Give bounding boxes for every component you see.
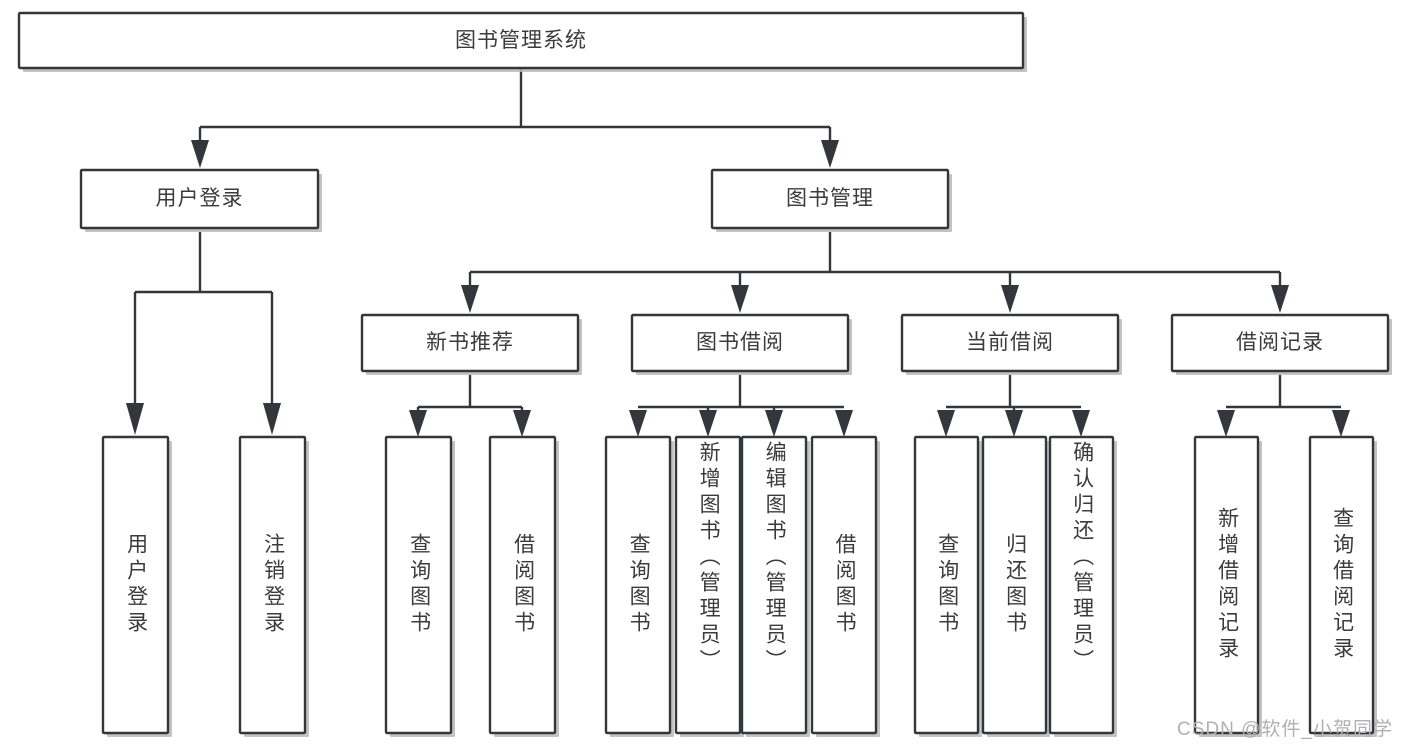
node-current-borrow-shape[interactable] <box>900 313 1122 375</box>
leaf-user-login-2-shape[interactable] <box>238 435 309 737</box>
node-user-login-shape[interactable] <box>79 168 322 232</box>
arrow-root-to-user-login <box>191 140 209 168</box>
arrow-borrow-record-leaf-2 <box>1332 410 1350 437</box>
arrow-book-borrow-leaf-2 <box>699 410 717 437</box>
arrow-book-borrow-leaf-3 <box>765 410 783 437</box>
connector-group-current-borrow <box>937 375 1090 437</box>
node-book-manage-shape[interactable] <box>710 168 952 232</box>
leaf-current-borrow-3-shape[interactable] <box>1048 435 1117 737</box>
arrow-current-borrow-leaf-2 <box>1005 410 1023 437</box>
node-book-borrow-shape[interactable] <box>630 313 852 375</box>
arrow-book-manage-to-current-borrow <box>1001 285 1019 313</box>
leaf-current-borrow-2-shape[interactable] <box>981 435 1050 737</box>
leaf-new-book-1-shape[interactable] <box>384 435 455 737</box>
node-borrow-record-shape[interactable] <box>1170 313 1392 375</box>
csdn-watermark: CSDN @软件_小贺同学 <box>1177 719 1393 740</box>
arrow-root-to-book-manage <box>821 140 839 168</box>
arrow-book-manage-to-borrow-record <box>1271 285 1289 313</box>
connector-group-borrow-record <box>1217 375 1350 437</box>
connector-group-root <box>191 68 839 168</box>
arrow-user-login-leaf-1 <box>126 403 144 435</box>
arrow-book-manage-to-book-borrow <box>731 285 749 313</box>
leaf-user-login-1-shape[interactable] <box>101 435 172 737</box>
connector-group-book-borrow <box>629 375 853 437</box>
leaf-book-borrow-3-shape[interactable] <box>740 435 810 737</box>
arrow-book-borrow-leaf-4 <box>835 410 853 437</box>
leaf-book-borrow-2-shape[interactable] <box>674 435 744 737</box>
arrow-user-login-leaf-2 <box>263 403 281 435</box>
leaf-borrow-record-1-shape[interactable] <box>1193 435 1262 737</box>
arrow-book-borrow-leaf-1 <box>629 410 647 437</box>
arrow-borrow-record-leaf-1 <box>1217 410 1235 437</box>
node-root-shape[interactable] <box>17 11 1027 72</box>
connector-group-book-manage <box>461 232 1289 313</box>
arrow-current-borrow-leaf-3 <box>1072 410 1090 437</box>
arrow-new-book-leaf-1 <box>409 410 427 437</box>
leaf-borrow-record-2-shape[interactable] <box>1308 435 1377 737</box>
connector-group-user-login <box>126 232 281 435</box>
arrow-book-manage-to-new-book <box>461 285 479 313</box>
leaf-book-borrow-4-shape[interactable] <box>810 435 880 737</box>
node-new-book-recommend-shape[interactable] <box>360 313 582 375</box>
leaf-current-borrow-1-shape[interactable] <box>913 435 982 737</box>
connector-group-new-book-recommend <box>409 375 531 437</box>
arrow-current-borrow-leaf-1 <box>937 410 955 437</box>
leaf-new-book-2-shape[interactable] <box>488 435 559 737</box>
arrow-new-book-leaf-2 <box>513 410 531 437</box>
leaf-book-borrow-1-shape[interactable] <box>604 435 674 737</box>
